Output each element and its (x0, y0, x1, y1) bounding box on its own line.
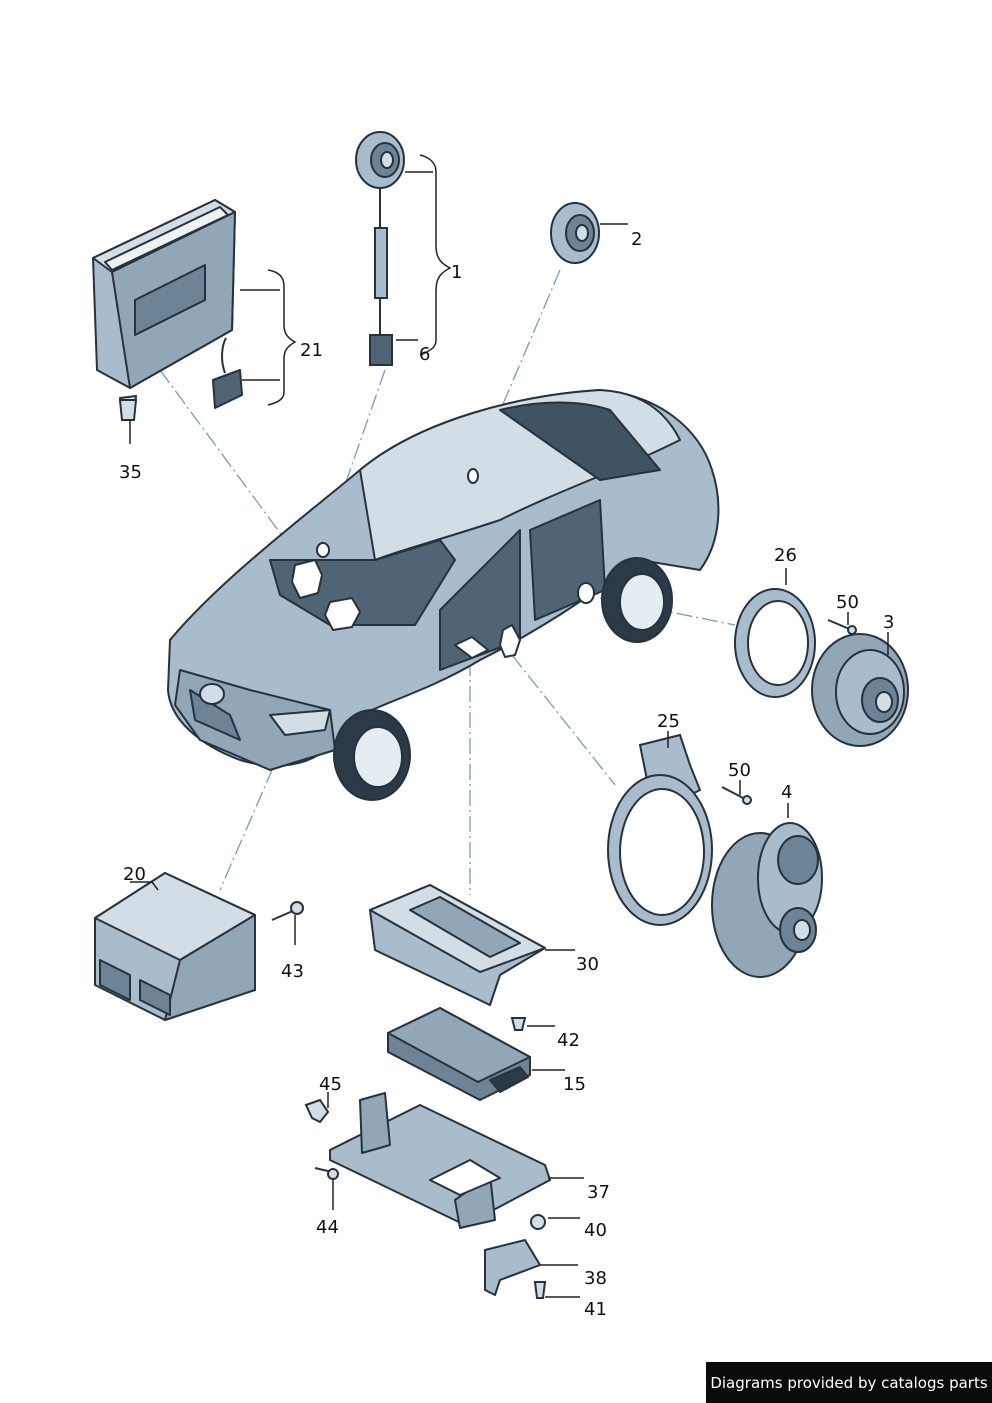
callout-26: 26 (774, 545, 797, 566)
part-37-mounting-plate (329, 1092, 551, 1229)
part-50-screws (721, 619, 857, 805)
part-45-nut (304, 1098, 330, 1124)
part-43-screw (271, 901, 304, 921)
callout-50-upper: 50 (836, 592, 859, 613)
part-40-nut (530, 1214, 546, 1230)
callout-43: 43 (281, 961, 304, 982)
callout-3: 3 (883, 612, 895, 633)
callout-2: 2 (631, 229, 643, 250)
part-15-amplifier (387, 1007, 531, 1101)
callout-45: 45 (319, 1074, 342, 1095)
callout-41: 41 (584, 1299, 607, 1320)
callout-38: 38 (584, 1268, 607, 1289)
callout-6: 6 (419, 344, 431, 365)
callout-1: 1 (451, 262, 463, 283)
callout-50-lower: 50 (728, 760, 751, 781)
part-21-control-unit (92, 199, 243, 419)
leader-lines (129, 154, 889, 1298)
part-44-screw (314, 1167, 339, 1180)
part-26-speaker-ring (734, 588, 816, 698)
part-42-screw (510, 1017, 527, 1031)
callout-20: 20 (123, 864, 146, 885)
part-4-woofer (711, 822, 823, 978)
callout-40: 40 (584, 1220, 607, 1241)
callout-37: 37 (587, 1182, 610, 1203)
credit-banner: Diagrams provided by catalogs parts (706, 1362, 992, 1403)
part-20-module (94, 872, 256, 1021)
callout-15: 15 (563, 1074, 586, 1095)
part-3-speaker (811, 633, 909, 747)
callout-25: 25 (657, 711, 680, 732)
callout-30: 30 (576, 954, 599, 975)
part-35-clip (118, 399, 138, 421)
callout-44: 44 (316, 1217, 339, 1238)
part-30-cover (369, 884, 546, 1006)
part-41-screw (533, 1281, 547, 1299)
callout-21: 21 (300, 340, 323, 361)
part-38-bracket (484, 1239, 541, 1296)
part-25-speaker-adapter (607, 733, 713, 926)
callout-42: 42 (557, 1030, 580, 1051)
callout-4: 4 (781, 782, 793, 803)
part-1-tweeter-with-cable (355, 131, 405, 366)
callout-35: 35 (119, 462, 142, 483)
part-2-tweeter (550, 202, 600, 264)
car-illustration (167, 389, 720, 801)
